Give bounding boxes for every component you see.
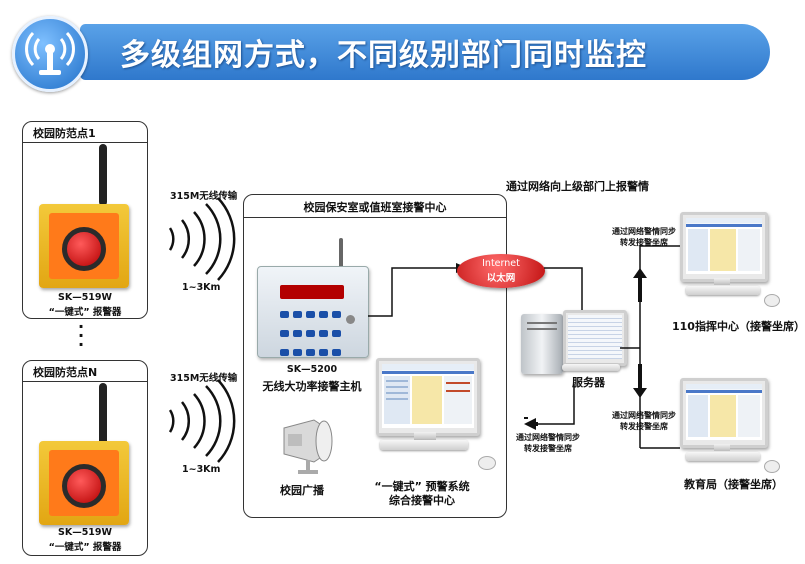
device-model: SK—519W [57,527,112,538]
server-monitor [563,310,627,366]
header: 多级组网方式，不同级别部门同时监控 [0,0,790,100]
range-label: 1~3Km [182,464,221,475]
monitor-stand [714,278,730,285]
network-caption: 通过网络向上级部门上报警情 [506,180,649,193]
sync-label: 通过网络警情同步 [516,433,580,442]
alarm-button-icon [62,464,106,508]
center-title: 校园保安室或值班室接警中心 [303,201,447,214]
host-desc: 无线大功率接警主机 [262,380,362,393]
internet-cloud [457,254,545,288]
wireless-waves-icon [168,197,236,281]
monitor-screen [382,364,474,428]
host-keypad [278,305,348,362]
mouse-icon [764,294,780,307]
sync-label: 转发接警坐席 [524,444,572,453]
monitor-stand [414,432,436,440]
ellipsis-dots: · · · [78,317,85,354]
keyboard [562,364,620,371]
keyboard [686,452,760,461]
alarm-device [39,441,129,525]
point-box-n: 校园防范点N SK—519W “一键式” 报警器 [22,360,148,556]
point-title: 校园防范点1 [33,127,96,140]
point-title: 校园防范点N [33,366,98,379]
ethernet-label: 以太网 [486,273,516,284]
server-tower [521,314,563,374]
system-label-2: 综合接警中心 [389,494,455,507]
device-desc: “一键式” 报警器 [48,307,122,318]
alarm-face [49,450,119,516]
edu-label: 教育局（接警坐席） [684,478,783,491]
antenna [99,383,107,445]
point-box-1: 校园防范点1 SK—519W “一键式” 报警器 [22,121,148,319]
broadcast-icon [12,16,88,92]
wireless-waves-icon [168,379,236,463]
monitor-screen [686,218,762,274]
host-model: SK—5200 [286,364,338,375]
host-antenna [339,238,343,274]
range-label: 1~3Km [182,282,221,293]
edu-monitor [680,378,768,448]
mouse-icon [478,456,496,470]
center110-monitor [680,212,768,282]
speaker-icon [283,419,333,474]
sync-label: 转发接警坐席 [620,422,668,431]
device-desc: “一键式” 报警器 [48,542,122,553]
alarm-host-device [257,266,369,358]
antenna [99,144,107,206]
sync-label: 转发接警坐席 [620,238,668,247]
keyboard [380,440,468,450]
arrow-up-icon [633,268,647,302]
speaker-label: 校园广播 [280,484,324,497]
arrow-back-to-center [524,384,575,430]
monitor-stand [714,444,730,451]
host-display [280,285,344,299]
center-monitor [376,358,480,436]
line-internet-server [544,267,583,312]
internet-label: Internet [482,258,520,269]
point-header: 校园防范点N [23,361,147,382]
device-model: SK—519W [57,292,112,303]
center-header: 校园保安室或值班室接警中心 [244,195,506,218]
title-banner [80,24,770,80]
wireless-label: 315M无线传输 [170,373,238,384]
keyboard [686,286,760,295]
system-label-1: “一键式” 预警系统 [374,480,470,493]
sync-label: 通过网络警情同步 [612,411,676,420]
alarm-center-box: 校园保安室或值班室接警中心 [243,194,507,518]
point-header: 校园防范点1 [23,122,147,143]
sync-label: 通过网络警情同步 [612,227,676,236]
monitor-screen [568,315,622,359]
server-label: 服务器 [572,376,605,389]
center110-label: 110指挥中心（接警坐席） [672,320,805,333]
page-title: 多级组网方式，不同级别部门同时监控 [120,38,647,73]
alarm-device [39,204,129,288]
alarm-button-icon [62,227,106,271]
arrow-down-icon [633,364,647,398]
mouse-icon [764,460,780,473]
wireless-label: 315M无线传输 [170,191,238,202]
alarm-face [49,213,119,279]
host-knob [346,315,355,324]
monitor-screen [686,384,762,440]
